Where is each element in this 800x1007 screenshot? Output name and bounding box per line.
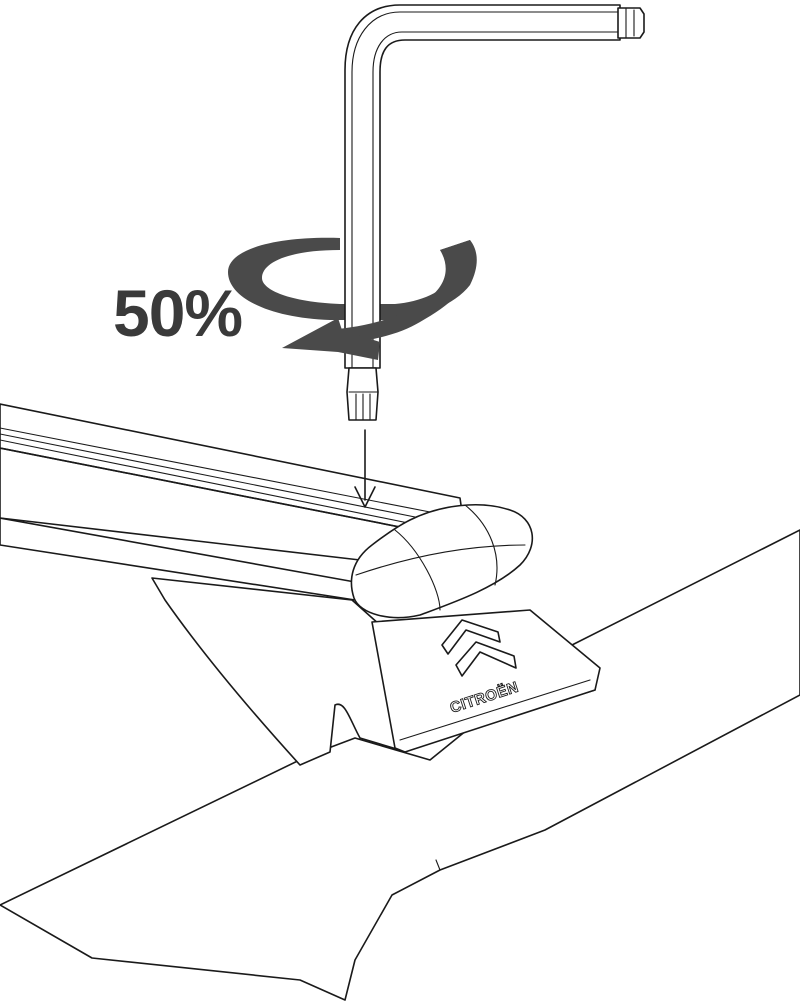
car-roof bbox=[0, 529, 800, 1001]
rotation-arrow-icon bbox=[228, 237, 477, 320]
rotation-percentage-label: 50% bbox=[113, 276, 243, 350]
torx-key-icon bbox=[344, 4, 645, 421]
bar-foot: CITROËN bbox=[151, 577, 601, 766]
bar-end-cap bbox=[350, 504, 534, 619]
rotation-arrowhead bbox=[282, 240, 476, 360]
citroen-chevrons-icon bbox=[441, 619, 517, 677]
down-arrow-icon bbox=[354, 429, 376, 508]
roof-bar bbox=[0, 403, 534, 619]
